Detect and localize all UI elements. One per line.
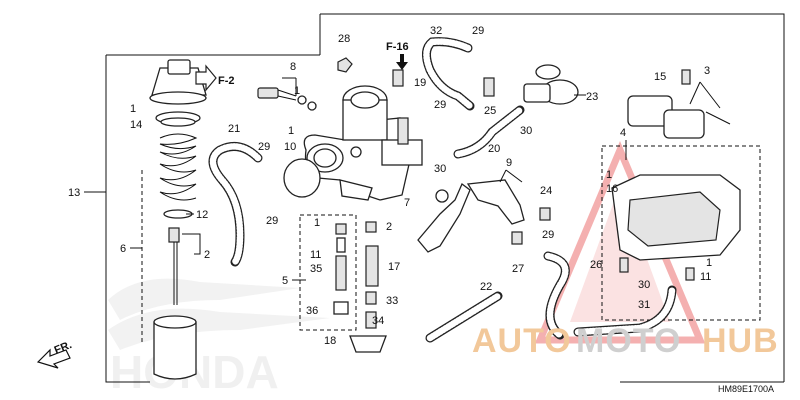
- callout: 29: [472, 25, 484, 37]
- callout: 13: [68, 187, 80, 199]
- callout: 18: [324, 335, 336, 347]
- callout: 15: [654, 71, 666, 83]
- hose-29-right: [543, 251, 570, 340]
- callout: 6: [120, 243, 126, 255]
- callout: 1: [288, 125, 294, 137]
- hose-20: [453, 105, 525, 159]
- drawing-code: HM89E1700A: [718, 384, 774, 394]
- callout: 30: [520, 125, 532, 137]
- fitting-25: [483, 77, 495, 97]
- callout: 8: [290, 61, 296, 73]
- callout: 26: [590, 259, 602, 271]
- callout: 5: [282, 275, 288, 287]
- callout: 23: [586, 91, 598, 103]
- watermark-text-auto: AUTO: [472, 322, 572, 360]
- fitting-19: [392, 69, 404, 87]
- bolt-27: [511, 231, 523, 245]
- callout: 11: [700, 271, 711, 283]
- callout: 29: [434, 99, 446, 111]
- callout: 7: [404, 197, 410, 209]
- callout: 11: [310, 249, 321, 261]
- vent-hose-21: [208, 141, 263, 267]
- carburetor-body: [303, 85, 423, 201]
- callout: 30: [434, 163, 446, 175]
- callout: 16: [606, 183, 618, 195]
- callout: 1: [294, 85, 300, 97]
- callout: 36: [306, 305, 318, 317]
- callout: 17: [388, 261, 400, 273]
- front-direction-indicator: FR.: [36, 339, 74, 369]
- callout: 20: [488, 143, 500, 155]
- callout: 21: [228, 123, 240, 135]
- gasket-ring: [283, 158, 321, 198]
- callout: 30: [638, 279, 650, 291]
- bolt-24: [539, 207, 551, 221]
- f2-reference-arrow: [195, 64, 217, 92]
- callout: 1: [130, 103, 136, 115]
- hose-31: [573, 285, 677, 337]
- throttle-link-bracket: [417, 179, 525, 253]
- callout: 1: [314, 217, 320, 229]
- callout: 1: [706, 257, 712, 269]
- vacuum-chamber-assembly: [149, 59, 207, 380]
- callout: 35: [310, 263, 322, 275]
- callout: 25: [484, 105, 496, 117]
- drain-hose-22: [425, 291, 503, 343]
- callout: 3: [704, 65, 710, 77]
- callout: 34: [372, 315, 384, 327]
- watermark-logo: AUTO MOTO HUB: [472, 322, 779, 360]
- ref-f16: F-16: [386, 41, 409, 53]
- nut-part: [337, 57, 353, 73]
- air-cut-valve: [523, 64, 579, 105]
- callout: 33: [386, 295, 398, 307]
- callout: 29: [266, 215, 278, 227]
- callout: 29: [258, 141, 270, 153]
- fuel-hose-32: [422, 37, 475, 111]
- throttle-stop-screw-set: [257, 87, 317, 111]
- air-cleaner-parts: [627, 69, 731, 139]
- jet-set: [333, 221, 387, 353]
- callout: 29: [542, 229, 554, 241]
- background-brand-mark: HONDA: [108, 278, 330, 398]
- diagram-frame: [105, 13, 785, 383]
- callout: 2: [386, 221, 392, 233]
- callout: 19: [414, 77, 426, 89]
- callout: 31: [638, 299, 650, 311]
- float-chamber-4: [611, 174, 741, 281]
- callout: 32: [430, 25, 442, 37]
- callout: 4: [620, 127, 626, 139]
- callout: 1: [606, 169, 612, 181]
- callout: 27: [512, 263, 524, 275]
- watermark-text-hub: HUB: [702, 322, 779, 360]
- front-label: FR.: [53, 339, 74, 357]
- callout: 10: [284, 141, 296, 153]
- leader-lines: [84, 77, 721, 281]
- callout: 9: [506, 157, 512, 169]
- callout: 28: [338, 33, 350, 45]
- callout: 14: [130, 119, 142, 131]
- ref-f2: F-2: [218, 75, 235, 87]
- callout-labels: 1 14 13 6 12 2 21 29 29 8 1 1 10 28 19 3…: [68, 25, 712, 347]
- watermark-text-moto: MOTO: [576, 322, 681, 360]
- callout: 22: [480, 281, 492, 293]
- f16-arrow: [396, 54, 408, 70]
- callout: 24: [540, 185, 552, 197]
- callout: 2: [204, 249, 210, 261]
- callout: 12: [196, 209, 208, 221]
